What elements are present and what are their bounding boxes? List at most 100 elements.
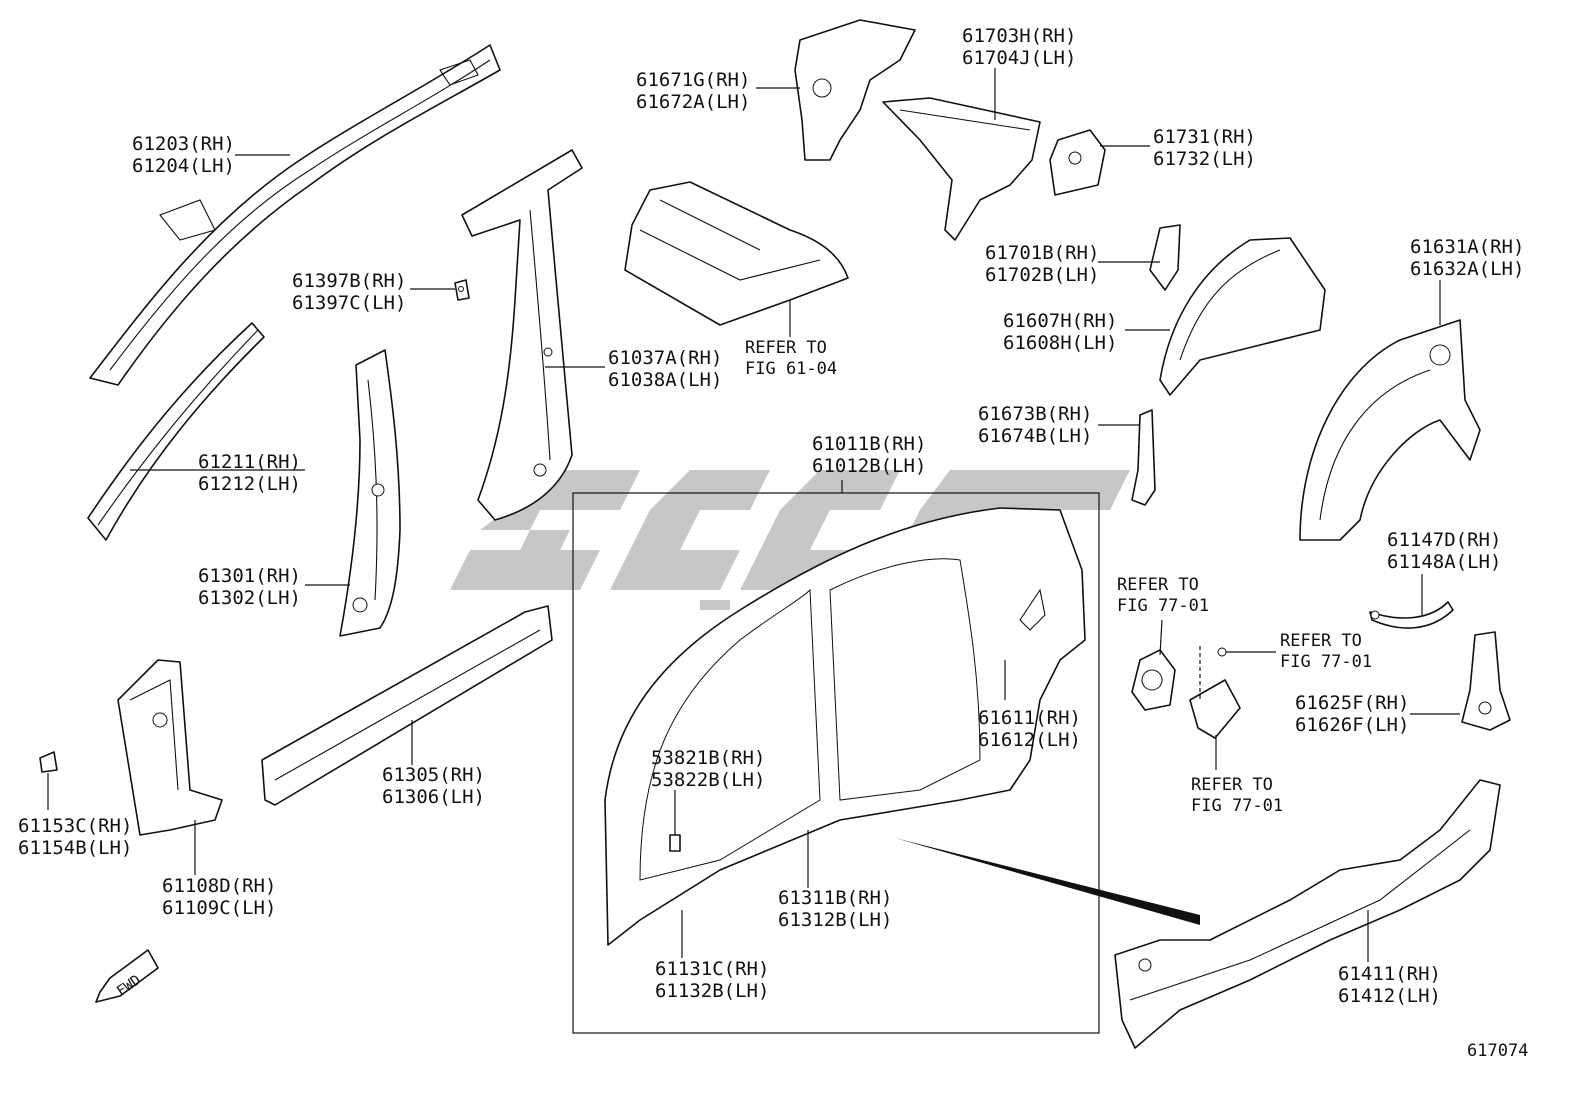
svg-text:61612(LH): 61612(LH) xyxy=(978,729,1081,751)
svg-text:61203(RH): 61203(RH) xyxy=(132,133,235,155)
svg-text:53821B(RH): 53821B(RH) xyxy=(651,747,765,769)
clip-53821 xyxy=(669,834,681,852)
part-label-61153: 61153C(RH) 61154B(LH) xyxy=(18,815,132,859)
part-label-61701: 61701B(RH) 61702B(LH) xyxy=(985,242,1099,286)
wheel-housing-inner-61607 xyxy=(1159,237,1326,396)
svg-text:61731(RH): 61731(RH) xyxy=(1153,126,1256,148)
svg-text:FIG 77-01: FIG 77-01 xyxy=(1280,652,1372,672)
svg-text:61012B(LH): 61012B(LH) xyxy=(812,455,926,477)
svg-text:61311B(RH): 61311B(RH) xyxy=(778,887,892,909)
wheel-housing-outer-61631 xyxy=(1299,319,1481,541)
part-label-61037: 61037A(RH) 61038A(LH) xyxy=(608,347,722,391)
refer-label-fig-77-01-a: REFER TO FIG 77-01 xyxy=(1117,575,1209,616)
part-label-61311: 61311B(RH) 61312B(LH) xyxy=(778,887,892,931)
svg-text:61626F(LH): 61626F(LH) xyxy=(1295,714,1409,736)
part-label-61131: 61131C(RH) 61132B(LH) xyxy=(655,958,769,1002)
svg-text:61611(RH): 61611(RH) xyxy=(978,707,1081,729)
svg-text:61732(LH): 61732(LH) xyxy=(1153,148,1256,170)
part-label-61731: 61731(RH) 61732(LH) xyxy=(1153,126,1256,170)
body-side-outer-panel-61011 xyxy=(604,507,1086,946)
part-label-61011: 61011B(RH) 61012B(LH) xyxy=(812,433,926,477)
svg-text:61673B(RH): 61673B(RH) xyxy=(978,403,1092,425)
svg-text:61608H(LH): 61608H(LH) xyxy=(1003,332,1117,354)
part-label-61673: 61673B(RH) 61674B(LH) xyxy=(978,403,1092,447)
svg-text:61671G(RH): 61671G(RH) xyxy=(636,69,750,91)
svg-text:61211(RH): 61211(RH) xyxy=(198,451,301,473)
svg-text:REFER TO: REFER TO xyxy=(1191,775,1273,795)
fuel-door-lid xyxy=(1189,646,1241,739)
svg-text:REFER TO: REFER TO xyxy=(1280,631,1362,651)
part-label-61203: 61203(RH) 61204(LH) xyxy=(132,133,235,177)
part-label-61631: 61631A(RH) 61632A(LH) xyxy=(1410,236,1524,280)
part-label-61607: 61607H(RH) 61608H(LH) xyxy=(1003,310,1117,354)
bracket-61701 xyxy=(1149,224,1181,291)
package-tray-panel xyxy=(624,181,849,326)
bracket-61397 xyxy=(454,279,470,301)
svg-text:61204(LH): 61204(LH) xyxy=(132,155,235,177)
part-label-61397: 61397B(RH) 61397C(LH) xyxy=(292,270,406,314)
svg-text:61625F(RH): 61625F(RH) xyxy=(1295,692,1409,714)
part-label-61211: 61211(RH) 61212(LH) xyxy=(198,451,301,495)
watermark-logo-icon xyxy=(450,470,1130,610)
svg-text:FIG 77-01: FIG 77-01 xyxy=(1191,796,1283,816)
refer-label-fig-61-04: REFER TO FIG 61-04 xyxy=(745,338,837,379)
svg-text:61038A(LH): 61038A(LH) xyxy=(608,369,722,391)
part-label-61108: 61108D(RH) 61109C(LH) xyxy=(162,875,276,919)
fuel-door-housing xyxy=(1131,649,1176,711)
svg-text:61131C(RH): 61131C(RH) xyxy=(655,958,769,980)
svg-text:61397B(RH): 61397B(RH) xyxy=(292,270,406,292)
svg-text:61305(RH): 61305(RH) xyxy=(382,764,485,786)
svg-text:61411(RH): 61411(RH) xyxy=(1338,963,1441,985)
part-label-61703: 61703H(RH) 61704J(LH) xyxy=(962,25,1076,69)
svg-text:61607H(RH): 61607H(RH) xyxy=(1003,310,1117,332)
svg-text:61412(LH): 61412(LH) xyxy=(1338,985,1441,1007)
svg-text:61147D(RH): 61147D(RH) xyxy=(1387,529,1501,551)
svg-text:61701B(RH): 61701B(RH) xyxy=(985,242,1099,264)
bracket-61731 xyxy=(1049,129,1106,196)
svg-text:61212(LH): 61212(LH) xyxy=(198,473,301,495)
part-label-61625: 61625F(RH) 61626F(LH) xyxy=(1295,692,1409,736)
svg-text:61397C(LH): 61397C(LH) xyxy=(292,292,406,314)
svg-text:61108D(RH): 61108D(RH) xyxy=(162,875,276,897)
refer-label-fig-77-01-c: REFER TO FIG 77-01 xyxy=(1191,775,1283,816)
svg-text:61154B(LH): 61154B(LH) xyxy=(18,837,132,859)
part-label-61305: 61305(RH) 61306(LH) xyxy=(382,764,485,808)
part-label-61147: 61147D(RH) 61148A(LH) xyxy=(1387,529,1501,573)
svg-text:REFER TO: REFER TO xyxy=(1117,575,1199,595)
figure-number: 617074 xyxy=(1467,1041,1528,1061)
svg-text:REFER TO: REFER TO xyxy=(745,338,827,358)
svg-text:61702B(LH): 61702B(LH) xyxy=(985,264,1099,286)
part-label-61671: 61671G(RH) 61672A(LH) xyxy=(636,69,750,113)
quarter-wheel-housing-upper-61703 xyxy=(882,97,1041,241)
svg-text:53822B(LH): 53822B(LH) xyxy=(651,769,765,791)
svg-text:61672A(LH): 61672A(LH) xyxy=(636,91,750,113)
front-pillar-lower-61108 xyxy=(117,659,223,836)
part-label-61301: 61301(RH) 61302(LH) xyxy=(198,565,301,609)
quarter-panel-reinforcement-61671 xyxy=(794,19,916,161)
svg-text:61632A(LH): 61632A(LH) xyxy=(1410,258,1524,280)
refer-label-fig-77-01-b: REFER TO FIG 77-01 xyxy=(1280,631,1372,672)
fwd-arrow-icon: FWD xyxy=(95,949,159,1003)
svg-text:61631A(RH): 61631A(RH) xyxy=(1410,236,1524,258)
shading-line xyxy=(895,838,1200,925)
center-pillar-outer-61037 xyxy=(461,149,583,521)
quarter-lower-extension-61625 xyxy=(1461,631,1511,731)
roof-rail-reinforcement-61211 xyxy=(87,322,265,541)
side-panel-group-box xyxy=(572,492,1100,1034)
leader-lines xyxy=(47,68,1460,962)
svg-text:61011B(RH): 61011B(RH) xyxy=(812,433,926,455)
svg-text:61153C(RH): 61153C(RH) xyxy=(18,815,132,837)
svg-text:61703H(RH): 61703H(RH) xyxy=(962,25,1076,47)
svg-text:61301(RH): 61301(RH) xyxy=(198,565,301,587)
svg-text:61132B(LH): 61132B(LH) xyxy=(655,980,769,1002)
bracket-61153 xyxy=(39,751,58,773)
rocker-outer-61411 xyxy=(1114,779,1501,1049)
brace-61147 xyxy=(1369,601,1454,629)
rocker-reinforcement-61305 xyxy=(261,605,553,806)
svg-text:61674B(LH): 61674B(LH) xyxy=(978,425,1092,447)
svg-text:61302(LH): 61302(LH) xyxy=(198,587,301,609)
svg-text:61037A(RH): 61037A(RH) xyxy=(608,347,722,369)
svg-text:61109C(LH): 61109C(LH) xyxy=(162,897,276,919)
svg-text:FIG 77-01: FIG 77-01 xyxy=(1117,596,1209,616)
